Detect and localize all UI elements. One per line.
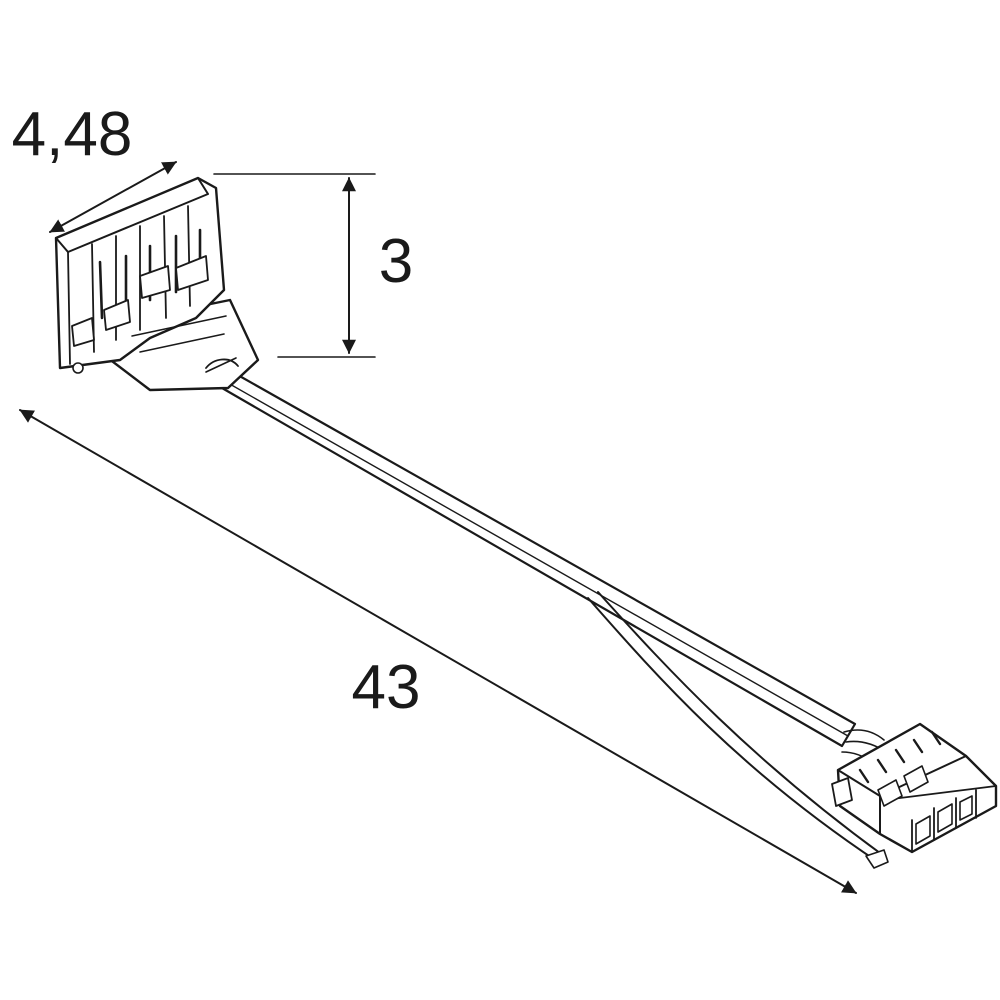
- right-connector-contacts: [858, 730, 942, 784]
- right-connector-tabs: [877, 765, 929, 807]
- loose-wire-end: [865, 849, 889, 869]
- loose-wire-edge-1: [587, 597, 879, 863]
- right-connector: [831, 722, 998, 854]
- dimension-width-label: 4,48: [12, 100, 133, 169]
- left-connector: [54, 176, 260, 392]
- dimension-length-line: [19, 409, 857, 894]
- left-connector-pin: [72, 362, 84, 374]
- left-connector-latch-4: [175, 255, 209, 291]
- main-cable-seam: [227, 382, 849, 737]
- right-connector-openings: [915, 795, 973, 845]
- right-connector-latch: [831, 777, 853, 807]
- left-connector-clip: [205, 358, 239, 369]
- loose-wire-edge-2: [597, 591, 885, 857]
- dimension-width-line: [49, 161, 177, 233]
- dimension-length-label: 43: [352, 653, 421, 722]
- dimension-length: 43: [19, 409, 857, 894]
- left-connector-latch-2: [103, 299, 131, 331]
- cable-assembly: [220, 372, 889, 869]
- left-connector-latch-1: [71, 317, 95, 347]
- dimension-height: 3: [213, 173, 413, 358]
- left-connector-latch-3: [139, 265, 171, 299]
- left-connector-top-edge: [55, 177, 209, 253]
- dimension-height-label: 3: [379, 227, 413, 296]
- dimension-width: 4,48: [12, 100, 177, 233]
- right-connector-slots: [883, 785, 997, 853]
